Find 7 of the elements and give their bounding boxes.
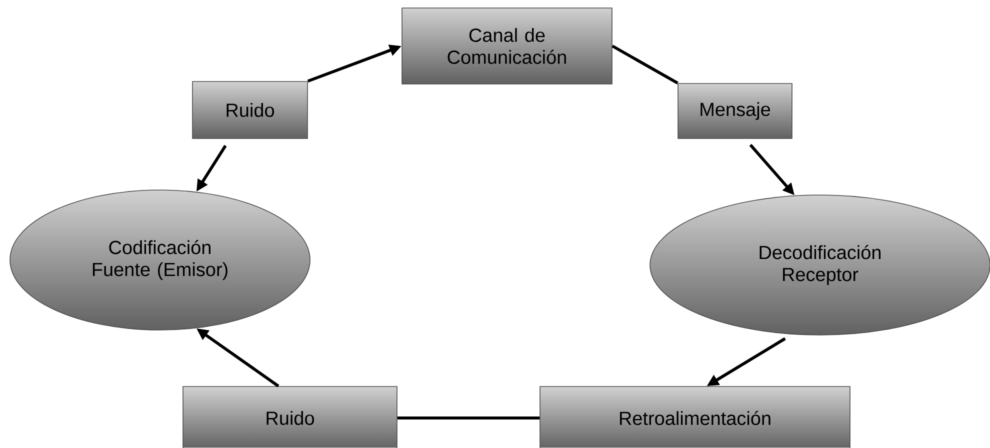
process-box: Ruido bbox=[182, 386, 398, 448]
connector-line bbox=[612, 44, 678, 84]
process-box: Mensaje bbox=[678, 83, 792, 139]
process-box: Ruido bbox=[192, 81, 308, 139]
process-box: Canal de Comunicación bbox=[402, 8, 612, 84]
process-box: Retroalimentación bbox=[540, 386, 850, 448]
connector-line bbox=[397, 416, 540, 420]
